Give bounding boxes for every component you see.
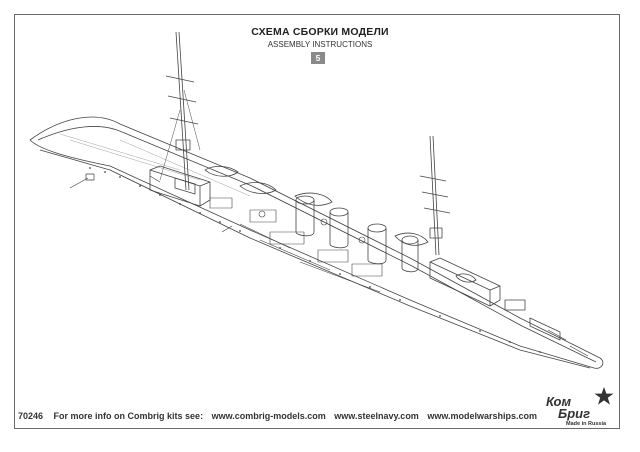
ship-boats <box>204 166 429 246</box>
hull-lower-line <box>39 149 591 369</box>
logo-text-brig: Бриг <box>558 406 591 421</box>
footer-link-modelwarships[interactable]: www.modelwarships.com <box>427 411 538 421</box>
funnels <box>295 195 419 273</box>
portholes <box>89 167 541 353</box>
page-subtitle: ASSEMBLY INSTRUCTIONS <box>267 40 373 49</box>
deck-fittings <box>209 197 383 293</box>
footer-link-combrig[interactable]: www.combrig-models.com <box>211 411 326 421</box>
kit-code: 70246 <box>18 411 44 421</box>
footer-link-steelnavy[interactable]: www.steelnavy.com <box>334 411 419 421</box>
forward-mast <box>159 31 201 191</box>
step-number-badge: 5 <box>311 52 325 64</box>
aft-mast <box>419 135 451 256</box>
deck-edge <box>37 126 597 363</box>
aft-superstructure <box>429 257 561 341</box>
hull-outline <box>29 116 604 369</box>
logo-text-kom: Ком <box>546 394 572 409</box>
page-title: СХЕМА СБОРКИ МОДЕЛИ <box>251 26 389 38</box>
combrig-logo: Ком Бриг Made in Russia <box>546 387 618 432</box>
footer-info-text: For more info on Combrig kits see: <box>53 411 204 421</box>
footer-info: 70246 For more info on Combrig kits see:… <box>18 411 543 421</box>
drawing-sheet-frame <box>14 14 620 429</box>
star-icon <box>594 387 614 405</box>
made-in-label: Made in Russia <box>566 421 607 427</box>
forward-superstructure <box>149 165 211 207</box>
deck-guns <box>69 173 589 357</box>
